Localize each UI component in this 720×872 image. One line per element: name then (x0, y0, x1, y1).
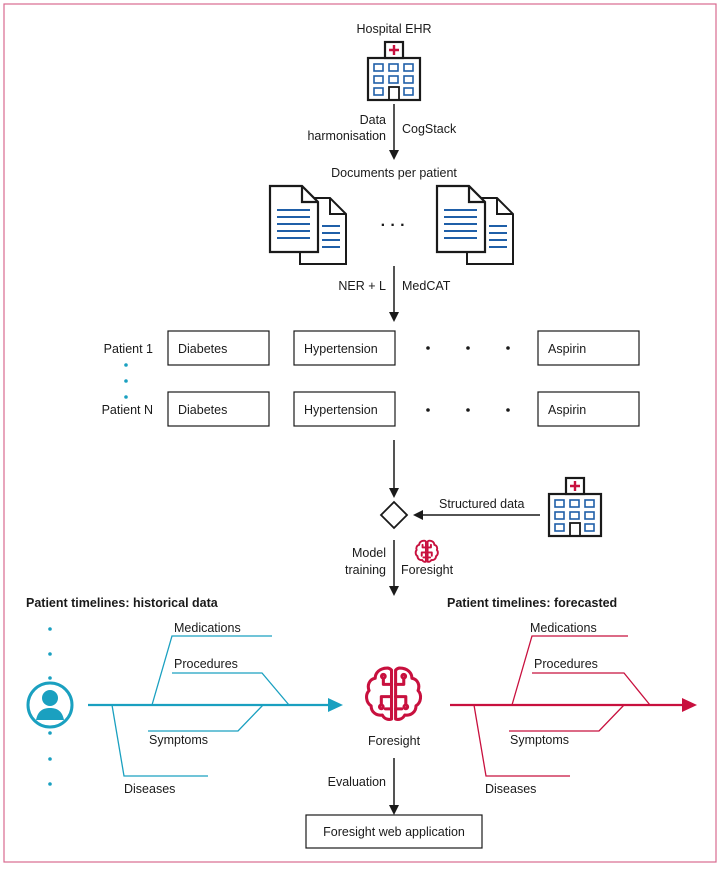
historical-timeline (88, 635, 343, 777)
documents-label: Documents per patient (331, 166, 457, 180)
model-training-label-1: Model (352, 546, 386, 560)
document-icon (268, 184, 347, 265)
hospital-icon (366, 40, 422, 102)
documents-ellipsis: · · · (381, 217, 406, 234)
concept-text: Hypertension (304, 342, 378, 356)
historical-procedures: Procedures (174, 657, 238, 671)
concept-box (537, 391, 640, 427)
row-ellipsis (426, 408, 510, 412)
concept-text: Hypertension (304, 403, 378, 417)
harmonisation-label-1: Data (360, 113, 386, 127)
cogstack-label: CogStack (402, 122, 457, 136)
forecasted-symptoms: Symptoms (510, 733, 569, 747)
concept-text: Diabetes (178, 403, 227, 417)
brain-icon (414, 539, 439, 563)
forecasted-medications: Medications (530, 621, 597, 635)
hospital-icon (547, 476, 603, 538)
historical-vertical-ellipsis (48, 627, 52, 786)
concept-box (293, 391, 396, 427)
harmonisation-label-2: harmonisation (307, 129, 386, 143)
forecasted-procedures: Procedures (534, 657, 598, 671)
patient-vertical-ellipsis (124, 363, 128, 399)
foresight-training-label: Foresight (401, 563, 454, 577)
web-app-label: Foresight web application (323, 825, 465, 839)
concept-box (167, 330, 270, 366)
historical-symptoms: Symptoms (149, 733, 208, 747)
concept-text: Diabetes (178, 342, 227, 356)
forecasted-title: Patient timelines: forecasted (447, 596, 617, 610)
document-icon (435, 184, 514, 265)
model-training-label-2: training (345, 563, 386, 577)
diamond-icon (379, 500, 409, 530)
patient-n-label: Patient N (102, 403, 153, 417)
historical-medications: Medications (174, 621, 241, 635)
user-icon (26, 681, 74, 729)
medcat-label: MedCAT (402, 279, 451, 293)
concept-text: Aspirin (548, 403, 586, 417)
hospital-ehr-label: Hospital EHR (356, 22, 431, 36)
ner-label: NER + L (338, 279, 386, 293)
row-ellipsis (426, 346, 510, 350)
evaluation-label: Evaluation (328, 775, 386, 789)
patient-1-label: Patient 1 (104, 342, 153, 356)
concept-text: Aspirin (548, 342, 586, 356)
historical-title: Patient timelines: historical data (26, 596, 219, 610)
structured-data-label: Structured data (439, 497, 525, 511)
brain-icon (365, 666, 423, 721)
concept-box (167, 391, 270, 427)
concept-box (293, 330, 396, 366)
historical-diseases: Diseases (124, 782, 175, 796)
forecasted-diseases: Diseases (485, 782, 536, 796)
outer-frame (3, 3, 717, 863)
foresight-center-label: Foresight (368, 734, 421, 748)
web-app-box (305, 814, 483, 849)
forecasted-timeline (450, 635, 697, 777)
concept-box (537, 330, 640, 366)
